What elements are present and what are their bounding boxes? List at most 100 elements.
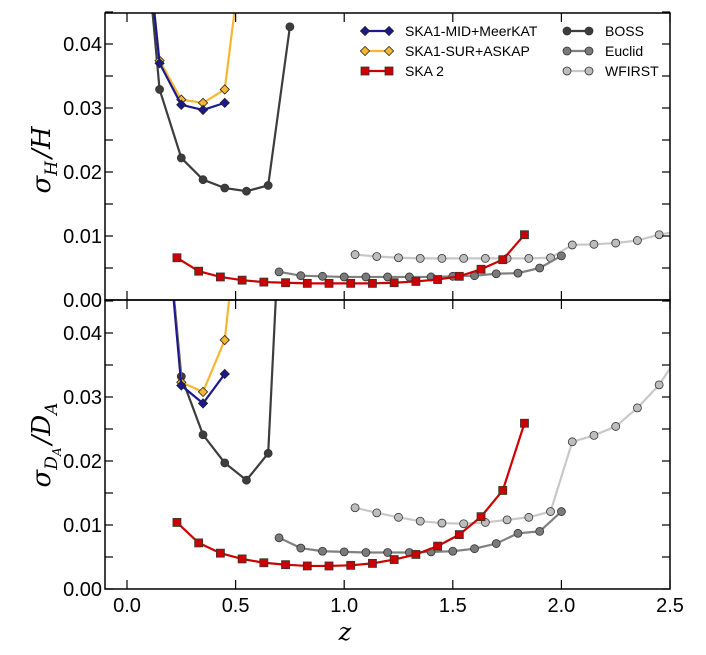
data-point xyxy=(524,253,534,263)
data-point xyxy=(242,186,251,196)
x-tick-label: 1.0 xyxy=(330,595,358,617)
data-point xyxy=(242,475,251,485)
data-point xyxy=(176,153,186,163)
axes-frames xyxy=(104,12,671,590)
data-point xyxy=(498,255,508,265)
data-point xyxy=(346,278,356,288)
series-ska1-mid-meerkat xyxy=(153,13,230,116)
legend-item: Euclid xyxy=(562,43,643,59)
data-point xyxy=(350,250,360,259)
data-point xyxy=(372,252,382,261)
y-tick-label: 0.02 xyxy=(63,162,102,184)
series-boss xyxy=(151,13,295,196)
data-point xyxy=(498,486,508,495)
svg-text:σH/H: σH/H xyxy=(27,125,62,193)
y-tick-label: 0.03 xyxy=(63,98,102,120)
data-point xyxy=(611,238,621,248)
legend-item: WFIRST xyxy=(562,63,659,79)
data-point xyxy=(383,272,393,282)
data-point xyxy=(513,528,523,538)
data-point xyxy=(454,271,464,281)
data-point xyxy=(296,271,306,281)
data-point xyxy=(324,561,334,571)
data-point xyxy=(433,275,442,284)
data-point xyxy=(480,253,490,263)
data-point xyxy=(274,533,284,543)
data-point xyxy=(197,398,209,409)
data-point xyxy=(562,46,572,56)
data-point xyxy=(368,278,377,288)
data-point xyxy=(220,183,230,193)
data-point xyxy=(535,527,545,536)
legend-label: SKA1-SUR+ASKAP xyxy=(405,43,530,59)
data-point xyxy=(219,84,230,95)
data-point xyxy=(384,66,394,76)
data-point xyxy=(394,253,403,263)
data-point xyxy=(281,278,290,288)
y-tick-label: 0.04 xyxy=(63,34,102,56)
data-point xyxy=(237,275,247,285)
y-tick-label: 0.04 xyxy=(63,323,102,345)
data-point xyxy=(281,560,290,570)
data-point xyxy=(415,516,425,526)
data-point xyxy=(172,253,182,263)
data-point xyxy=(194,266,204,276)
data-point xyxy=(520,230,529,240)
top-panel-plot-area xyxy=(151,13,670,288)
data-point xyxy=(584,66,594,76)
series-wfirst xyxy=(350,230,670,263)
legend-item: SKA1-SUR+ASKAP xyxy=(359,43,530,59)
data-point xyxy=(470,544,479,554)
data-point xyxy=(361,548,371,557)
data-point xyxy=(263,448,273,458)
bottom-ylabel-tail-sub: A xyxy=(42,403,62,417)
data-point xyxy=(154,58,165,69)
data-point xyxy=(437,253,447,263)
data-point xyxy=(502,515,512,525)
data-point xyxy=(394,512,403,522)
data-point xyxy=(285,22,295,32)
bottom-panel-plot-area xyxy=(172,300,670,571)
data-point xyxy=(197,104,209,116)
data-point xyxy=(437,518,447,528)
bottom-ylabel-tail: /D xyxy=(27,415,57,448)
x-tick-label: 1.5 xyxy=(439,595,467,617)
top-panel-series xyxy=(151,13,670,288)
data-point xyxy=(361,272,371,282)
x-tick-label: 2.5 xyxy=(656,595,684,617)
y-tick-label: 0.01 xyxy=(63,515,102,537)
data-point xyxy=(567,437,577,447)
data-point xyxy=(491,269,501,279)
legend-label: WFIRST xyxy=(605,63,659,79)
data-point xyxy=(476,512,486,522)
data-point xyxy=(491,539,501,548)
data-point xyxy=(557,507,566,516)
y-tick-label: 0.02 xyxy=(63,451,102,473)
data-point xyxy=(557,251,566,261)
bottom-y-axis-label: σDA/DA xyxy=(27,403,64,488)
data-point xyxy=(454,530,464,539)
data-point xyxy=(339,272,349,282)
data-point xyxy=(198,175,208,185)
data-point xyxy=(346,560,356,570)
bottom-axes-frame xyxy=(104,299,671,590)
data-point xyxy=(633,403,642,413)
data-point xyxy=(448,546,458,556)
data-point xyxy=(197,386,209,398)
data-point xyxy=(259,277,269,287)
data-point xyxy=(584,26,594,36)
data-point xyxy=(194,538,204,548)
data-point xyxy=(172,518,182,527)
series-ska-2 xyxy=(172,418,529,571)
data-point xyxy=(411,550,421,559)
data-point xyxy=(350,503,360,513)
y-tick-label: 0.00 xyxy=(63,579,102,601)
data-point xyxy=(318,271,327,281)
data-point xyxy=(654,230,664,240)
data-point xyxy=(383,548,393,557)
data-point xyxy=(383,45,395,57)
legend-item: SKA 2 xyxy=(360,63,444,79)
data-point xyxy=(368,559,377,568)
data-point xyxy=(237,554,247,564)
